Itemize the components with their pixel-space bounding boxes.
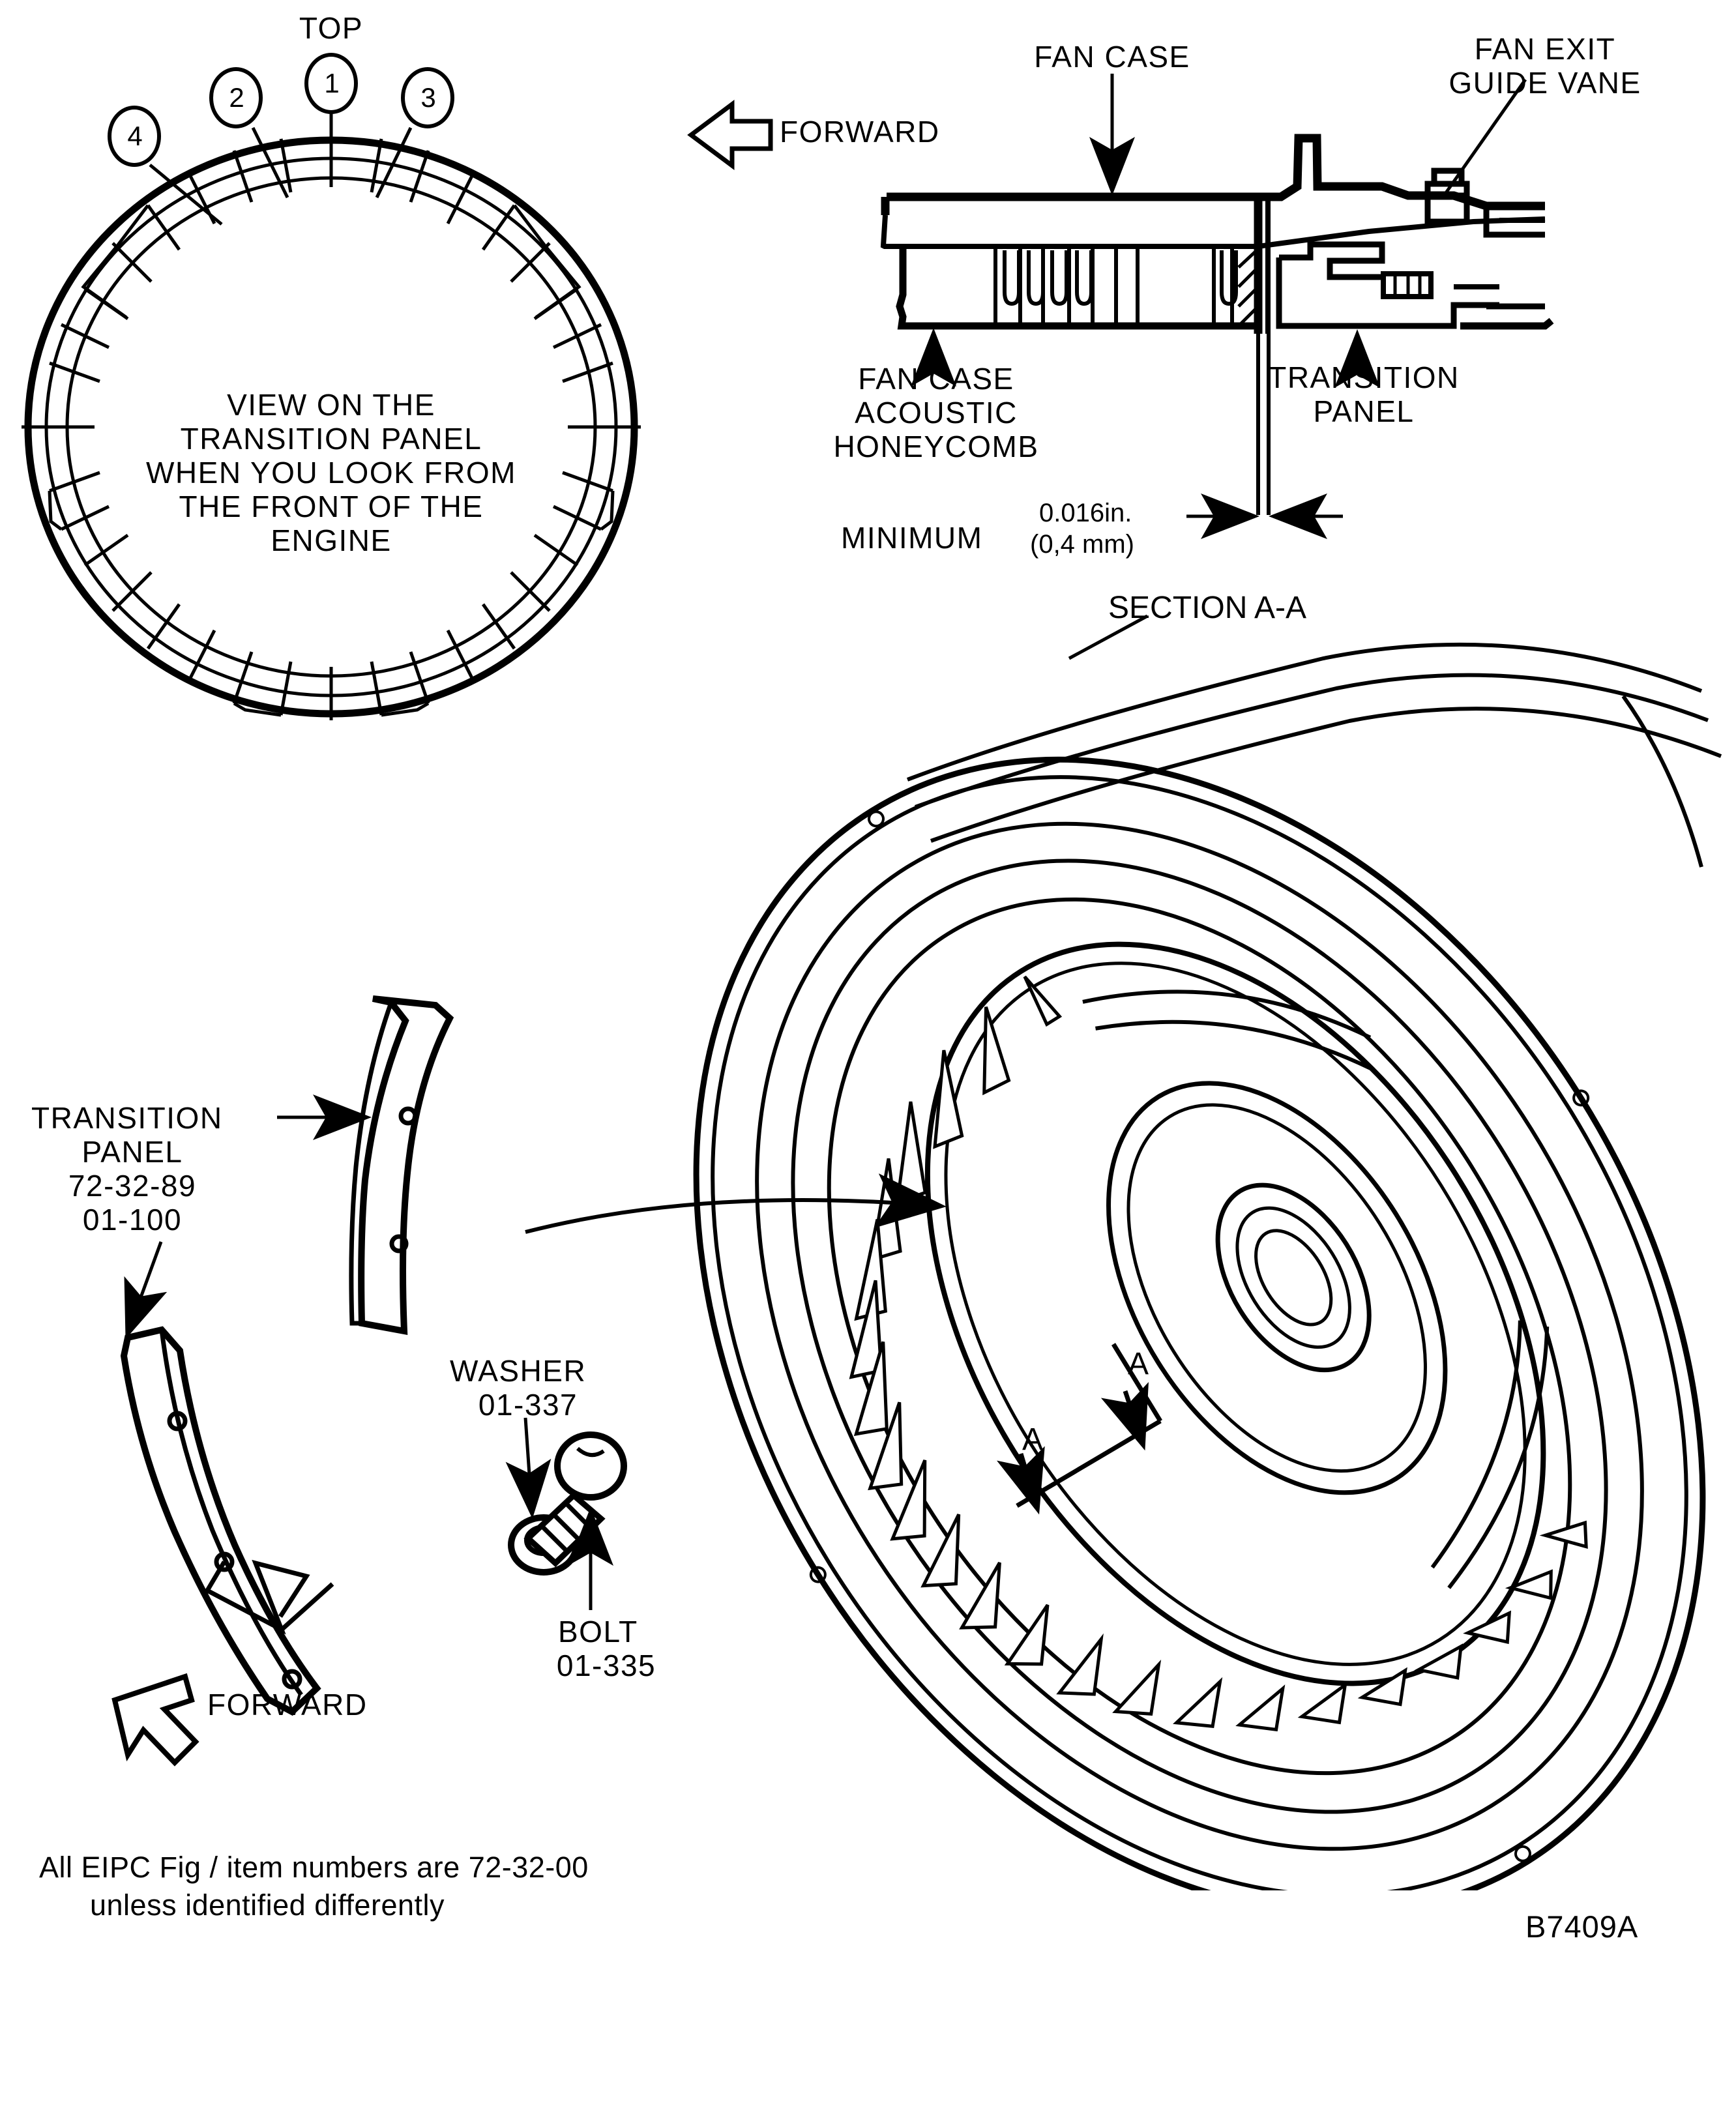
- exploded-transition-panel-label-line1: TRANSITION: [31, 1101, 223, 1135]
- exploded-leaders: [124, 1094, 613, 1610]
- dimension-inch-value: 0.016in.: [1039, 499, 1132, 527]
- section-forward-label: FORWARD: [780, 115, 940, 149]
- front-view-callout-1: 1: [324, 68, 340, 98]
- exploded-forward-label: FORWARD: [207, 1688, 368, 1722]
- iso-section-marker-a-left: A: [1022, 1422, 1044, 1457]
- forward-arrow-glyph: [687, 100, 773, 170]
- front-view-callout-4: 4: [127, 121, 143, 151]
- section-aa-title: SECTION A-A: [1108, 591, 1307, 625]
- section-aa-markers: [996, 1343, 1162, 1515]
- front-view-center-line-5: ENGINE: [271, 523, 392, 557]
- section-aa-leader: [1068, 614, 1149, 660]
- forward-arrow-glyph-bottom: [111, 1673, 199, 1767]
- fan-case-acoustic-label-line3: HONEYCOMB: [833, 430, 1039, 463]
- fan-exit-guide-vane-leader: [1442, 78, 1527, 197]
- front-view-top-label: TOP: [299, 11, 364, 45]
- section-arrow-left: [996, 1446, 1045, 1515]
- front-view-center-line-2: TRANSITION PANEL: [180, 422, 482, 456]
- fan-case-acoustic-label-line1: FAN CASE: [858, 362, 1014, 396]
- washer-leader: [505, 1417, 552, 1519]
- front-view-callout-2: 2: [229, 82, 244, 113]
- isometric-fan-assembly: [693, 756, 1706, 1890]
- fan-case-label: FAN CASE: [1034, 40, 1190, 74]
- front-view-center-line-1: VIEW ON THE: [227, 388, 435, 422]
- iso-section-marker-a-right: A: [1128, 1347, 1149, 1381]
- washer-label: WASHER: [450, 1354, 587, 1388]
- section-transition-panel-label-line2: PANEL: [1313, 394, 1415, 428]
- minimum-label: MINIMUM: [841, 521, 983, 555]
- front-view-callout-3: 3: [420, 82, 436, 113]
- front-view-center-line-4: THE FRONT OF THE: [179, 490, 484, 523]
- exploded-transition-panel-pn-1: 72-32-89: [68, 1169, 197, 1203]
- front-view-center-line-3: WHEN YOU LOOK FROM: [146, 456, 516, 490]
- exploded-transition-panel-lower: [120, 1326, 334, 1716]
- figure-identifier: B7409A: [1525, 1909, 1639, 1944]
- front-view-callout-leaders: [149, 112, 413, 226]
- transition-panel-pn-leader: [124, 1241, 168, 1340]
- panel-location-pointer: [525, 1173, 947, 1234]
- washer-part-number: 01-337: [478, 1388, 578, 1422]
- fan-exit-guide-vanes: [849, 975, 1588, 1732]
- fan-exit-guide-vane-label-line2: GUIDE VANE: [1449, 66, 1641, 100]
- fan-exit-guide-vane-label-line1: FAN EXIT: [1474, 32, 1616, 66]
- fan-case-cross-section: [687, 100, 1554, 515]
- exploded-transition-panel-upper: [349, 995, 454, 1336]
- bolt-part-number: 01-335: [556, 1649, 656, 1682]
- section-label-leaders: [911, 74, 1527, 660]
- front-view-callout-circles: [108, 53, 454, 167]
- bolt-part: [523, 1431, 627, 1568]
- engine-nose-lines: [906, 642, 1722, 868]
- section-arrow-right: [1100, 1382, 1149, 1451]
- exploded-transition-panel-pn-2: 01-100: [82, 1203, 183, 1237]
- bolt-label: BOLT: [558, 1615, 638, 1649]
- figure-footnote-line1: All EIPC Fig / item numbers are 72-32-00: [39, 1851, 589, 1884]
- figure-footnote-line2: unless identified differently: [90, 1888, 445, 1922]
- dimension-mm-value: (0,4 mm): [1030, 530, 1134, 559]
- fan-case-acoustic-label-line2: ACOUSTIC: [855, 396, 1018, 430]
- booster-arc-detail: [1082, 990, 1550, 1589]
- section-transition-panel-label-line1: TRANSITION: [1268, 360, 1460, 394]
- exploded-transition-panel-label-line2: PANEL: [81, 1135, 183, 1169]
